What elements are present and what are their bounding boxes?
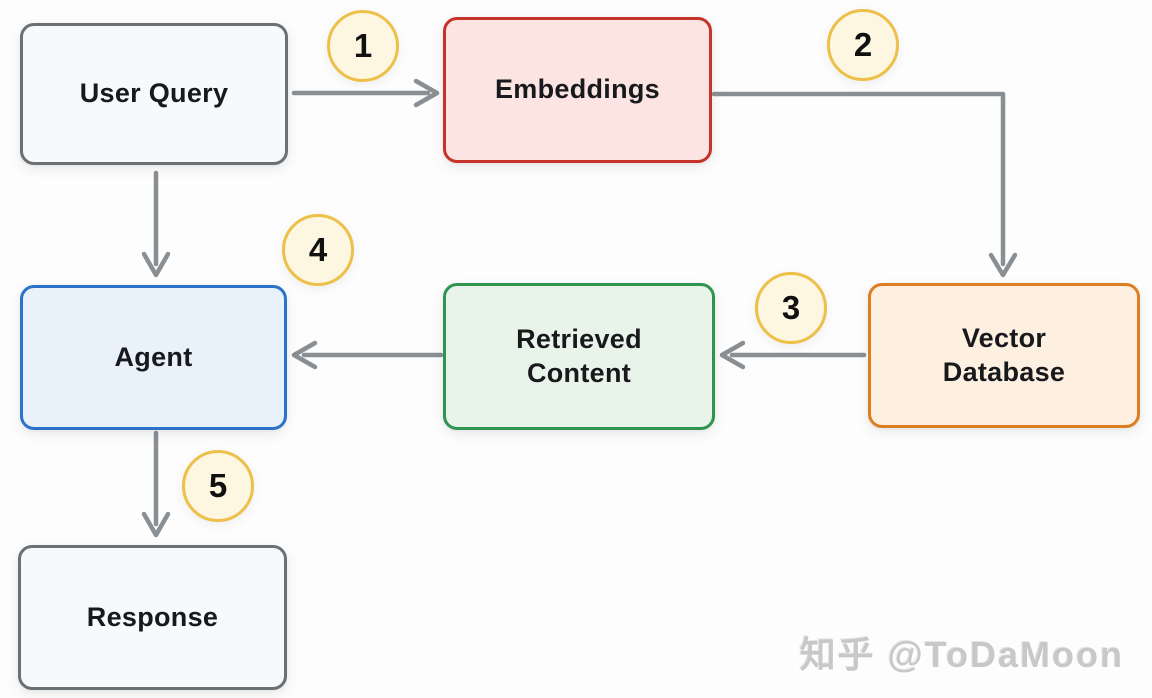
step-badge-3-number: 3: [781, 289, 801, 326]
node-response-label: Response: [86, 601, 219, 632]
arrow-embeddings-to-vector-database: [711, 91, 1018, 278]
step-badge-5-number: 5: [208, 467, 228, 504]
node-response: Response: [18, 545, 287, 690]
arrow-user-query-to-embeddings: [291, 78, 440, 108]
step-badge-2-number: 2: [853, 26, 873, 63]
node-retrieved-content: Retrieved Content: [443, 283, 715, 430]
step-badge-3: 3: [755, 272, 827, 344]
node-agent-label: Agent: [114, 341, 193, 372]
step-badge-1: 1: [327, 10, 399, 82]
node-retrieved-content-label: Retrieved Content: [516, 323, 642, 388]
step-badge-4: 4: [282, 214, 354, 286]
watermark: 知乎 @ToDaMoon: [799, 634, 1124, 675]
node-vector-database: Vector Database: [868, 283, 1140, 428]
node-embeddings: Embeddings: [443, 17, 712, 163]
step-badge-1-number: 1: [353, 27, 373, 64]
arrow-retrieved-content-to-agent: [291, 340, 444, 370]
arrow-agent-to-response: [141, 430, 171, 538]
arrow-user-query-to-agent: [141, 170, 171, 278]
node-agent: Agent: [20, 285, 287, 430]
node-embeddings-label: Embeddings: [494, 74, 660, 105]
node-vector-database-label: Vector Database: [942, 322, 1066, 387]
step-badge-5: 5: [182, 450, 254, 522]
arrow-vector-database-to-retrieved-content: [719, 340, 867, 370]
step-badge-4-number: 4: [308, 231, 328, 268]
node-user-query: User Query: [20, 23, 288, 165]
node-user-query-label: User Query: [79, 78, 229, 109]
step-badge-2: 2: [827, 9, 899, 81]
